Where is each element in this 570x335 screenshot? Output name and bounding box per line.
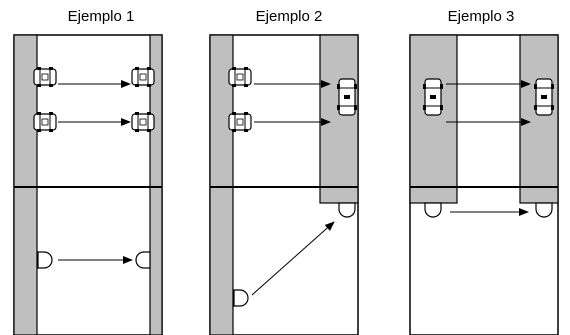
example-3-title: Ejemplo 3 xyxy=(447,8,515,25)
sensor-icon xyxy=(535,202,553,218)
car-icon xyxy=(228,66,252,88)
example-1-left-strip xyxy=(13,34,38,335)
car-icon xyxy=(131,111,155,133)
car-icon xyxy=(33,111,57,133)
example-1-panel xyxy=(13,34,163,335)
example-2-panel xyxy=(209,34,359,335)
sensor-icon xyxy=(233,289,249,307)
sensor-icon xyxy=(135,251,151,269)
example-1-right-strip xyxy=(149,34,163,335)
sensor-icon xyxy=(37,251,53,269)
example-3-panel xyxy=(409,34,559,335)
example-2-right-zone xyxy=(319,34,359,204)
car-icon xyxy=(131,66,155,88)
car-icon xyxy=(228,111,252,133)
example-1-title: Ejemplo 1 xyxy=(67,8,135,25)
example-2-title: Ejemplo 2 xyxy=(255,8,323,25)
example-3-right-zone xyxy=(519,34,559,204)
sensor-icon xyxy=(338,202,356,218)
sensor-icon xyxy=(424,202,442,218)
example-3-left-zone xyxy=(409,34,458,204)
car-icon xyxy=(533,78,555,116)
car-icon xyxy=(336,78,358,116)
example-2-left-strip xyxy=(209,34,234,335)
car-icon xyxy=(33,66,57,88)
arrow xyxy=(251,221,335,296)
car-icon xyxy=(422,78,444,116)
